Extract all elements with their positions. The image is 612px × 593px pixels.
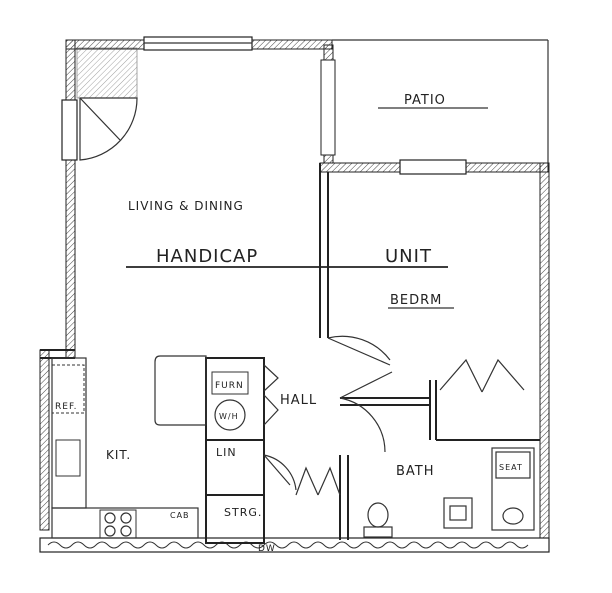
exterior-walls (39, 36, 550, 553)
window-living-left (61, 99, 78, 161)
window-patio-door (320, 59, 336, 156)
stove-icon (99, 509, 137, 539)
interior-walls (51, 163, 540, 544)
label-seat: SEAT (499, 463, 523, 472)
refrigerator (51, 364, 85, 414)
label-bath: BATH (396, 464, 435, 479)
water-heater-icon (214, 399, 246, 431)
label-handicap: HANDICAP (156, 246, 258, 267)
toilet-icon (363, 502, 393, 538)
label-cabinet: CAB (170, 511, 190, 520)
label-water-heater: W/H (219, 412, 239, 421)
label-unit: UNIT (385, 246, 432, 267)
furnace-unit (211, 371, 249, 395)
label-kitchen: KIT. (106, 448, 131, 462)
label-bedroom: BEDRM (390, 293, 442, 308)
label-storage: STRG. (224, 506, 262, 519)
label-hall: HALL (280, 393, 317, 408)
label-refrigerator: REF. (55, 402, 78, 412)
label-linen: LIN (216, 446, 237, 459)
label-patio: PATIO (404, 93, 446, 108)
bath-sink (443, 497, 473, 529)
kitchen-sink (55, 439, 81, 477)
label-footer-mark: DW (258, 544, 276, 554)
window-bedroom (399, 159, 467, 175)
fixtures (51, 364, 535, 539)
doors (76, 47, 525, 496)
shower-stall (491, 447, 535, 531)
insulation-hatch (47, 541, 529, 549)
label-furnace: FURN (215, 381, 244, 391)
label-living-dining: LIVING & DINING (128, 199, 244, 213)
